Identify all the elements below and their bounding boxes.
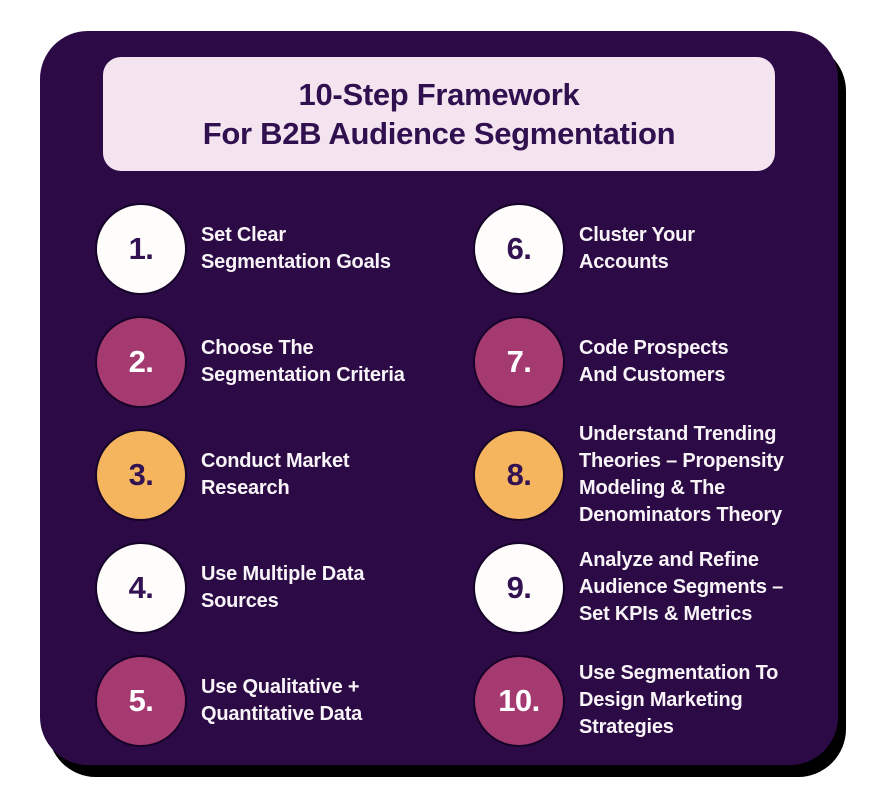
infographic-card: 10-Step Framework For B2B Audience Segme… — [40, 31, 838, 765]
step-label: Use Segmentation To Design Marketing Str… — [579, 662, 779, 738]
step-item-1: 1. Set Clear Segmentation Goals — [95, 192, 451, 305]
steps-column-left: 1. Set Clear Segmentation Goals 2. Choos… — [95, 192, 451, 757]
step-item-7: 7. Code Prospects And Customers — [473, 305, 839, 418]
step-label: Conduct Market Research — [201, 449, 350, 499]
step-item-8: 8. Understand Trending Theories – Propen… — [473, 418, 839, 531]
step-number-badge: 8. — [473, 428, 565, 521]
step-item-9: 9. Analyze and Refine Audience Segments … — [473, 531, 839, 644]
step-number-badge: 10. — [473, 654, 565, 747]
step-item-4: 4. Use Multiple Data Sources — [95, 531, 451, 644]
step-number-badge: 5. — [95, 654, 187, 747]
step-item-3: 3. Conduct Market Research — [95, 418, 451, 531]
page-title-line-1: 10-Step Framework — [298, 77, 580, 112]
page-title-line-2: For B2B Audience Segmentation — [202, 116, 676, 151]
step-label: Use Qualitative + Quantitative Data — [201, 675, 363, 725]
step-label: Analyze and Refine Audience Segments – S… — [579, 549, 784, 625]
title-banner: 10-Step Framework For B2B Audience Segme… — [103, 57, 775, 171]
steps-column-right: 6. Cluster Your Accounts 7. Code Prospec… — [473, 192, 839, 757]
step-item-6: 6. Cluster Your Accounts — [473, 192, 839, 305]
step-number-badge: 9. — [473, 541, 565, 634]
step-number-badge: 6. — [473, 202, 565, 295]
step-label: Use Multiple Data Sources — [201, 562, 365, 612]
step-number-badge: 2. — [95, 315, 187, 408]
step-item-10: 10. Use Segmentation To Design Marketing… — [473, 644, 839, 757]
step-number-badge: 1. — [95, 202, 187, 295]
step-label: Choose The Segmentation Criteria — [201, 336, 405, 386]
step-label: Code Prospects And Customers — [579, 336, 729, 386]
step-number-badge: 4. — [95, 541, 187, 634]
step-item-5: 5. Use Qualitative + Quantitative Data — [95, 644, 451, 757]
step-label: Understand Trending Theories – Propensit… — [579, 422, 784, 526]
step-label: Set Clear Segmentation Goals — [201, 223, 391, 273]
step-item-2: 2. Choose The Segmentation Criteria — [95, 305, 451, 418]
step-number-badge: 7. — [473, 315, 565, 408]
step-number-badge: 3. — [95, 428, 187, 521]
step-label: Cluster Your Accounts — [579, 223, 695, 273]
